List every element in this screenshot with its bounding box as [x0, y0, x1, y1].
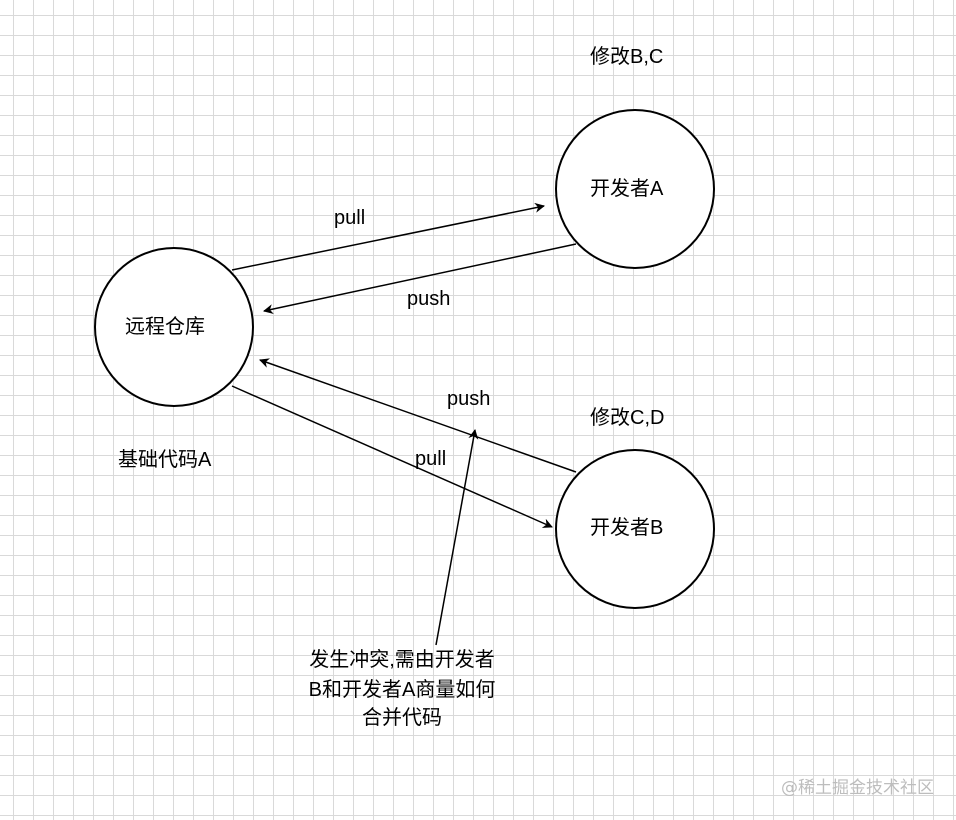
- pull-arrow-to-developer-b: [231, 385, 553, 528]
- developer-a-label: 开发者A: [590, 178, 664, 200]
- pull-label-top: pull: [334, 207, 366, 229]
- push-label-bottom: push: [447, 388, 491, 410]
- base-code-label: 基础代码A: [118, 449, 212, 471]
- push-label-top: push: [407, 288, 451, 310]
- modify-b-label: 修改C,D: [590, 407, 665, 429]
- conflict-note-line-2: B和开发者A商量如何: [308, 679, 496, 701]
- developer-b-node[interactable]: [555, 449, 715, 609]
- remote-repo-node[interactable]: [94, 247, 254, 407]
- push-arrow-from-developer-a: [263, 243, 577, 314]
- push-arrow-from-developer-b: [259, 358, 577, 473]
- remote-repo-label: 远程仓库: [125, 316, 205, 338]
- conflict-note-line-1: 发生冲突,需由开发者: [309, 649, 495, 671]
- conflict-note-line-3: 合并代码: [362, 707, 442, 729]
- pull-arrow-to-developer-a: [231, 202, 545, 271]
- conflict-pointer-arrow: [435, 429, 479, 646]
- pull-label-bottom: pull: [415, 448, 447, 470]
- modify-a-label: 修改B,C: [590, 46, 664, 68]
- developer-b-label: 开发者B: [590, 517, 664, 539]
- developer-a-node[interactable]: [555, 109, 715, 269]
- watermark: @稀土掘金技术社区: [781, 778, 934, 798]
